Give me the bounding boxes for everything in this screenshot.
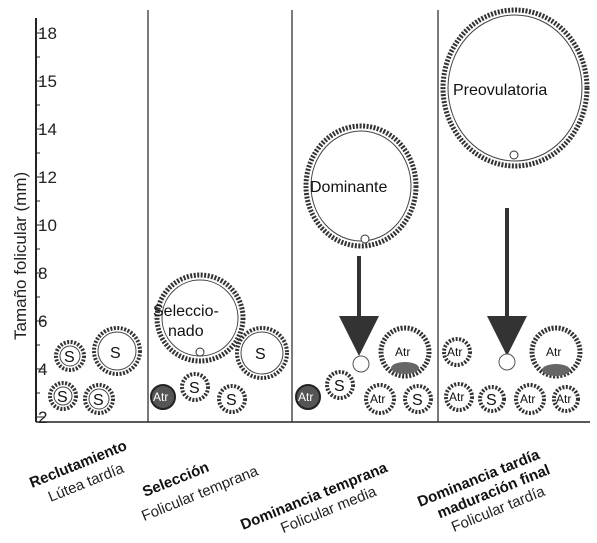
follicle-small-4: S [83, 383, 115, 415]
tick-16: 15 [38, 72, 57, 91]
follicle-atretic-8: Atr [514, 383, 546, 415]
follicle-label-s: S [57, 389, 68, 406]
follicle-small-8: S [325, 370, 355, 400]
selected-label-1: Seleccio- [153, 303, 219, 320]
follicle-label-s: S [64, 349, 75, 366]
tick-2: 2 [38, 408, 47, 427]
follicle-label-atr: Atr [153, 390, 168, 404]
follicle-atretic-6: Atr [529, 325, 583, 379]
follicle-atretic-5: Atr [442, 337, 472, 367]
selected-label-2: nado [168, 323, 204, 340]
column-late-dominance: Preovulatoria Atr Atr Atr S Atr Atr [440, 7, 590, 415]
follicle-small-1: S [54, 340, 86, 372]
follicle-atretic-4: Atr [364, 383, 396, 415]
follicle-small-6: S [180, 372, 210, 402]
follicle-preovulatory: Preovulatoria [440, 7, 590, 169]
follicle-label-s: S [334, 378, 345, 395]
tick-14: 14 [38, 120, 57, 139]
stage-label-3: Dominancia temprana Folicular media [238, 459, 390, 537]
follicle-regressing [498, 353, 516, 371]
follicle-label-atr: Atr [395, 345, 410, 359]
follicle-atretic-1: Atr [150, 384, 176, 410]
follicle-label-atr: Atr [556, 392, 571, 406]
follicle-small-3: S [48, 381, 78, 411]
follicle-label-atr: Atr [546, 345, 561, 359]
follicle-selected: Seleccio- nado [153, 272, 246, 364]
follicle-small-2: S [92, 326, 142, 376]
follicle-label-s: S [486, 392, 497, 409]
follicle-label-atr: Atr [298, 390, 313, 404]
follicle-atretic-3: Atr [295, 384, 321, 410]
follicle-dominant: Dominante [303, 123, 419, 249]
follicle-label-atr: Atr [447, 345, 462, 359]
stage-label-2: Selección Folicular temprana [139, 459, 261, 525]
follicle-label-s: S [189, 380, 200, 397]
follicle-label-s: S [255, 346, 266, 363]
follicle-label-s: S [93, 392, 104, 409]
tick-8: 8 [38, 264, 47, 283]
column-early-dominance: Dominante Atr Atr S Atr S [295, 123, 433, 415]
y-axis-label: Tamaño folicular (mm) [11, 172, 30, 340]
stage-label-1: Reclutamiento Lútea tardía [27, 437, 129, 506]
dominant-label: Dominante [310, 179, 387, 196]
follicle-label-s: S [110, 345, 121, 362]
follicle-atretic-9: Atr [552, 385, 580, 413]
follicle-small-9: S [403, 384, 433, 414]
follicle-label-s: S [226, 392, 237, 409]
column-selection: Seleccio- nado S Atr S S [150, 272, 289, 414]
follicle-atretic-2: Atr [378, 325, 432, 379]
tick-10: 10 [38, 216, 57, 235]
y-ticks [36, 32, 44, 418]
tick-4: 4 [38, 360, 47, 379]
follicle-label-s: S [412, 392, 423, 409]
follicle-regressing [352, 355, 370, 373]
follicle-atretic-7: Atr [444, 382, 474, 412]
column-recruitment: S S S S [48, 326, 142, 415]
follicle-small-7: S [217, 384, 247, 414]
tick-12: 12 [38, 168, 57, 187]
follicle-label-atr: Atr [370, 392, 385, 406]
follicle-small-10: S [478, 385, 506, 413]
follicle-label-atr: Atr [520, 392, 535, 406]
preovulatory-label: Preovulatoria [453, 82, 547, 99]
tick-18: 18 [38, 24, 57, 43]
stage-label-4: Dominancia tardía maduración final Folic… [415, 446, 552, 536]
follicle-small-5: S [235, 326, 289, 380]
tick-6: 6 [38, 312, 47, 331]
follicle-label-atr: Atr [449, 390, 464, 404]
